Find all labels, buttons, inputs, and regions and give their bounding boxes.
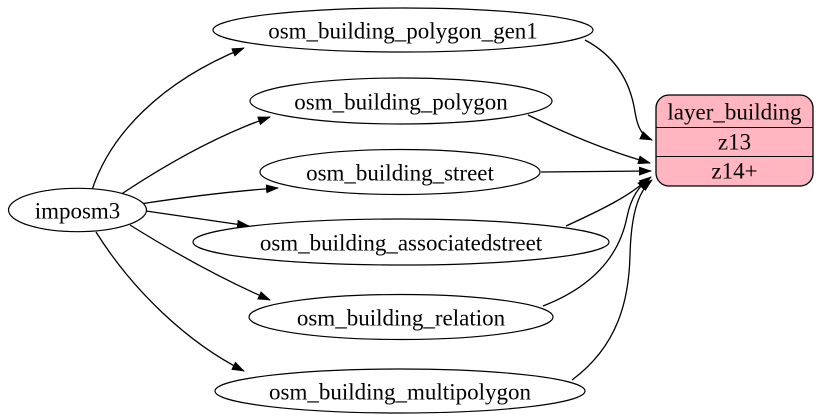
node-imposm3: imposm3	[7, 187, 148, 233]
edge-imposm3-to-osm-building-multipolygon	[95, 231, 245, 372]
node-osm-building-relation: osm_building_relation	[248, 293, 554, 341]
edge-imposm3-to-osm-building-polygon	[119, 116, 271, 196]
osm-building-relation-label: osm_building_relation	[297, 306, 506, 331]
edge-osm-building-relation-to-z14	[542, 176, 652, 307]
osm-building-multipolygon-label: osm_building_multipolygon	[269, 380, 531, 405]
edges	[91, 39, 653, 381]
edge-imposm3-to-osm-building-street	[139, 184, 279, 205]
layer-building-row-z13: z13	[718, 130, 751, 155]
edge-osm-building-multipolygon-to-z14	[571, 179, 653, 381]
imposm3-label: imposm3	[35, 199, 121, 224]
imposm3-ellipse	[7, 187, 148, 233]
osm-building-polygon-gen1-ellipse	[212, 7, 594, 53]
edge-osm-building-associatedstreet-to-z14	[565, 177, 650, 227]
layer-building-row-z14plus: z14+	[711, 159, 757, 184]
osm-building-multipolygon-ellipse	[214, 368, 586, 414]
edge-osm-building-street-to-z14	[540, 166, 652, 176]
osm-building-polygon-ellipse	[249, 77, 553, 125]
layer-building-box	[655, 94, 814, 187]
osm-building-polygon-gen1-label: osm_building_polygon_gen1	[268, 19, 538, 44]
osm-building-polygon-label: osm_building_polygon	[294, 90, 508, 115]
edge-imposm3-to-osm-building-associatedstreet	[145, 210, 250, 229]
node-osm-building-polygon-gen1: osm_building_polygon_gen1	[212, 7, 594, 53]
osm-building-relation-ellipse	[248, 293, 554, 341]
edge-osm-building-polygon-gen1-to-z13	[584, 39, 653, 141]
node-osm-building-street: osm_building_street	[259, 148, 541, 196]
layer-building-title: layer_building	[667, 100, 802, 125]
osm-building-street-label: osm_building_street	[306, 161, 494, 186]
node-osm-building-polygon: osm_building_polygon	[249, 77, 553, 125]
osm-building-associatedstreet-label: osm_building_associatedstreet	[260, 231, 543, 256]
osm-building-associatedstreet-ellipse	[192, 218, 610, 266]
node-osm-building-multipolygon: osm_building_multipolygon	[214, 368, 586, 414]
edge-imposm3-to-osm-building-relation	[129, 224, 271, 301]
osm-building-street-ellipse	[259, 148, 541, 196]
edge-osm-building-polygon-to-z14	[527, 114, 651, 165]
node-osm-building-associatedstreet: osm_building_associatedstreet	[192, 218, 610, 266]
node-layer-building: layer_building z13 z14+	[655, 94, 814, 187]
edge-imposm3-to-osm-building-polygon-gen1	[91, 47, 245, 191]
